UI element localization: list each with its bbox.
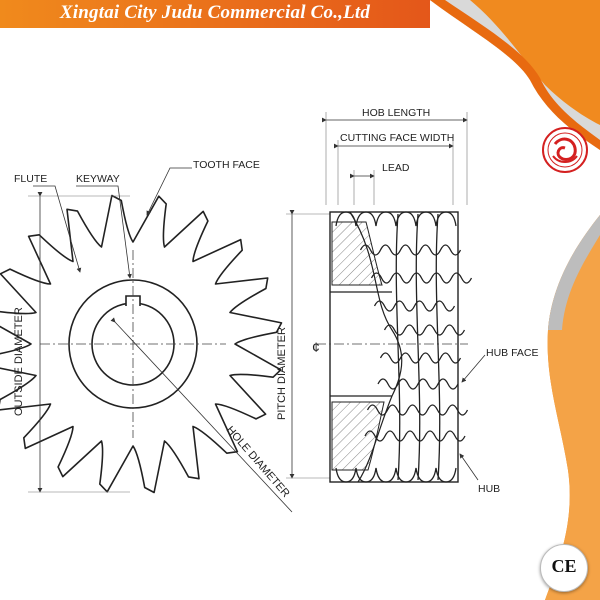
- hob-flute-line: [395, 213, 401, 481]
- company-name: Xingtai City Judu Commercial Co.,Ltd: [59, 2, 371, 23]
- hob-teeth: [335, 211, 473, 483]
- label-pitch-diameter: PITCH DIAMETER: [276, 327, 288, 420]
- side-ribbon: [430, 0, 600, 600]
- label-hub: HUB: [478, 483, 500, 495]
- hob-flute-line: [415, 213, 421, 481]
- hob-tooth-row: [335, 467, 457, 483]
- hatched-section-top: [331, 221, 383, 286]
- label-hole-diameter: HOLE DIAMETER: [224, 424, 292, 500]
- label-hub-face: HUB FACE: [486, 347, 539, 359]
- hob-internal-tooth: [379, 352, 462, 364]
- gear-cutter-drawing: [0, 167, 293, 513]
- label-centerline: ¢: [312, 339, 320, 355]
- label-flute: FLUTE: [14, 173, 47, 185]
- company-logo: [542, 127, 588, 173]
- label-cutting-face-width: CUTTING FACE WIDTH: [340, 132, 454, 144]
- ce-mark-text: CE: [551, 556, 577, 576]
- hob-drawing: [286, 112, 486, 483]
- header-banner: [0, 0, 430, 28]
- hob-internal-tooth: [373, 300, 456, 312]
- ce-badge: [540, 544, 588, 592]
- label-hob-length: HOB LENGTH: [362, 107, 430, 119]
- hob-internal-tooth: [366, 404, 469, 416]
- label-keyway: KEYWAY: [76, 173, 120, 185]
- hob-tooth-row: [335, 211, 457, 227]
- label-lead: LEAD: [382, 162, 410, 174]
- label-tooth-face: TOOTH FACE: [193, 159, 260, 171]
- hob-internal-tooth: [359, 244, 462, 256]
- hob-internal-tooth: [377, 378, 459, 390]
- hob-internal-tooth: [364, 430, 466, 442]
- hob-flute-line: [435, 213, 441, 481]
- label-outside-diameter: OUTSIDE DIAMETER: [13, 307, 25, 416]
- hob-internal-tooth: [370, 272, 473, 284]
